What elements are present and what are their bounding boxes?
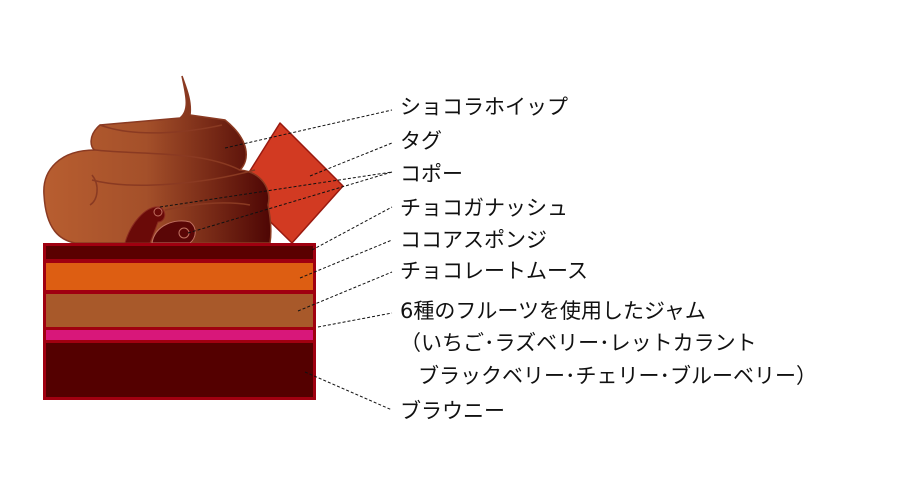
layer-brownie [46, 343, 313, 397]
label-chocolat-whip: ショコラホイップ [400, 95, 568, 119]
layer-sponge [46, 263, 313, 290]
label-jam-fruits-1: （いちご･ラズベリー･レットカラント [400, 331, 757, 355]
label-copeau: コポー [400, 162, 463, 186]
cake-layers [43, 243, 316, 400]
copeau [124, 206, 196, 244]
label-jam: 6種のフルーツを使用したジャム [400, 299, 706, 323]
chocolat-whip [43, 75, 272, 244]
label-chocolate-mousse: チョコレートムース [400, 259, 588, 283]
layer-ganache [46, 246, 313, 259]
layer-mousse [46, 294, 313, 327]
layer-jam [46, 330, 313, 340]
label-brownie: ブラウニー [400, 399, 505, 423]
label-jam-fruits-2: ブラックベリー･チェリー･ブルーベリー） [418, 364, 817, 388]
label-choco-ganache: チョコガナッシュ [400, 196, 568, 220]
label-cocoa-sponge: ココアスポンジ [400, 228, 547, 252]
leader-lines [159, 109, 393, 411]
label-tag: タグ [400, 129, 442, 153]
